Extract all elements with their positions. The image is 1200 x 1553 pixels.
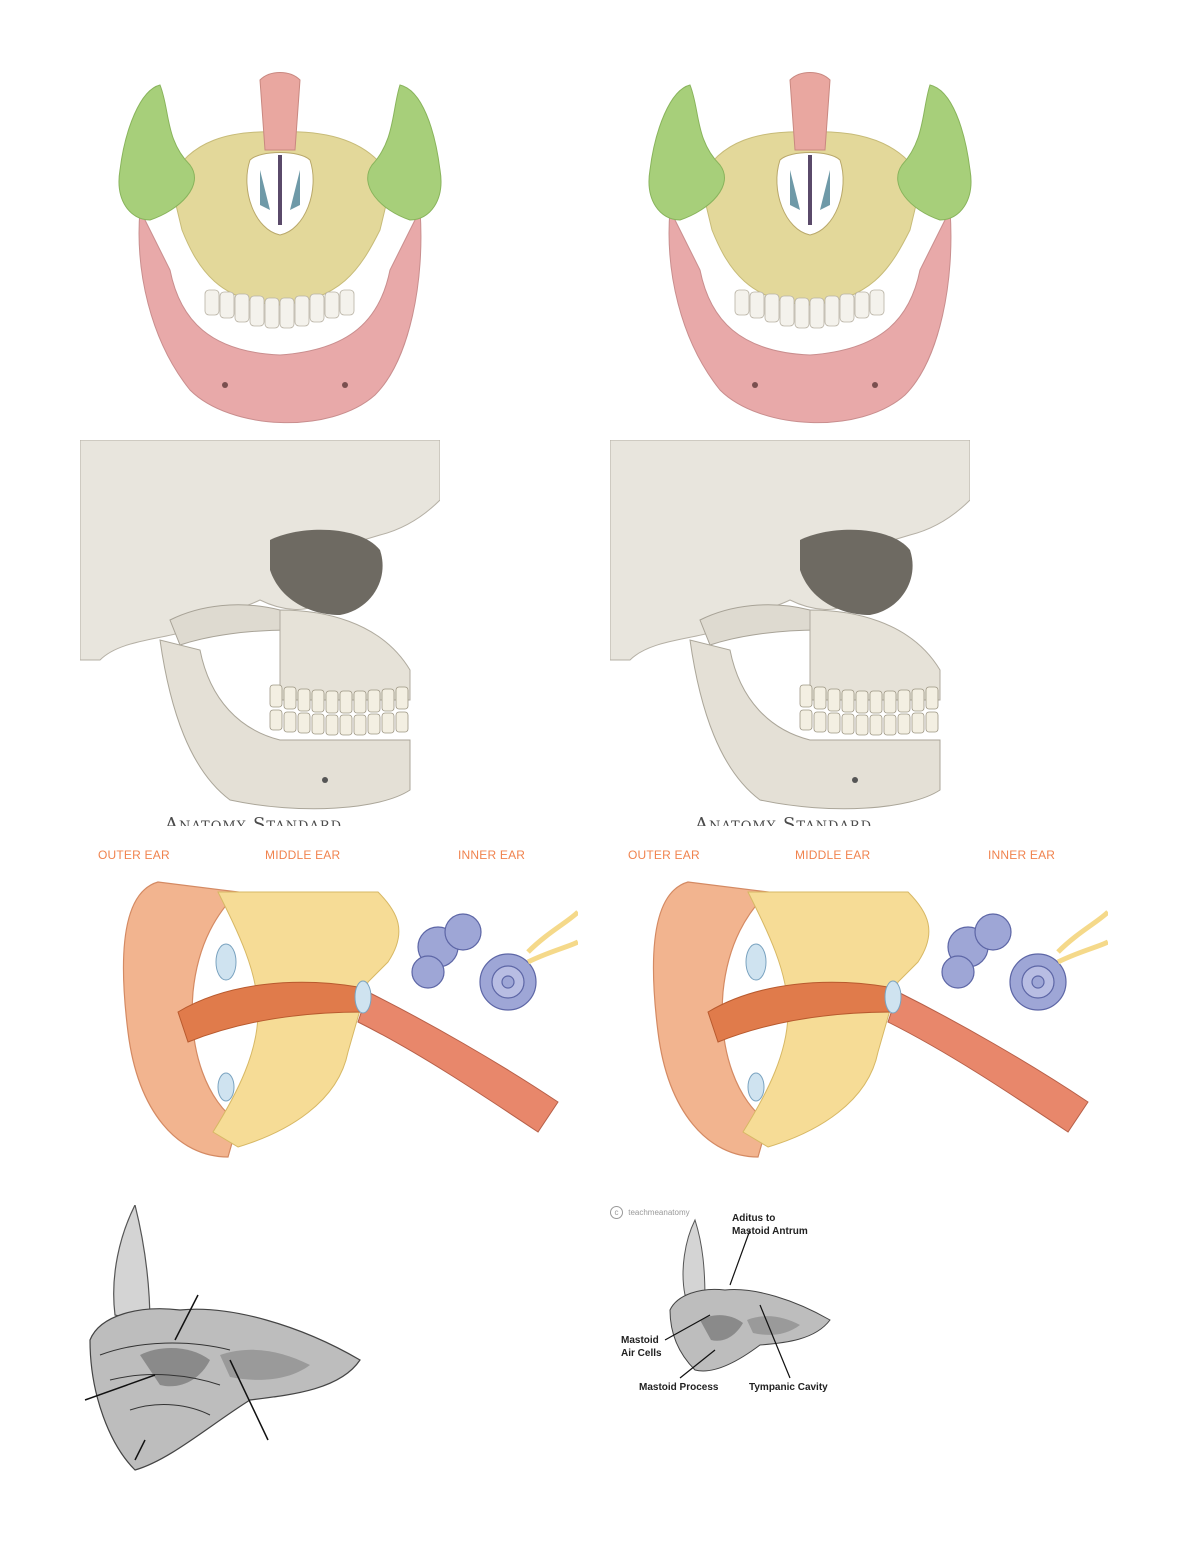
pointer-line	[174, 1294, 199, 1341]
label-outer-ear: OUTER EAR	[98, 848, 170, 862]
zygomatic-left	[648, 84, 725, 221]
watermark-text-left: Anatomy Standard	[165, 814, 343, 826]
mandible	[689, 639, 941, 810]
cochlea-semicircular	[411, 913, 537, 1011]
skull-lateral-right	[610, 440, 970, 815]
petrous-part	[89, 1308, 361, 1471]
label-mastoid-air-cells: Mastoid Air Cells	[621, 1334, 662, 1360]
copyright-icon: c	[610, 1206, 623, 1219]
cochlea-semicircular	[941, 913, 1067, 1011]
nasal-bone	[789, 72, 831, 151]
colored-skull-left	[110, 70, 450, 440]
cochlear-nerve	[1056, 910, 1108, 965]
zygomatic-right	[367, 84, 442, 221]
teachmeanatomy-logo: c teachmeanatomy	[610, 1206, 690, 1219]
label-inner-ear: INNER EAR	[458, 848, 526, 862]
temporal-bone	[742, 891, 930, 1148]
nasal-bone	[259, 72, 301, 151]
teeth	[269, 684, 409, 736]
squamous-part	[113, 1205, 151, 1326]
label-middle-ear: MIDDLE EAR	[265, 848, 341, 862]
label-aditus: Aditus to Mastoid Antrum	[732, 1212, 808, 1238]
ear-diagram-left	[118, 872, 578, 1162]
temporal-bone-labeled-right	[665, 1215, 835, 1375]
orbit	[270, 529, 383, 615]
temporal-bone-engraving-left	[80, 1205, 370, 1475]
tympanic-membrane	[884, 980, 902, 1014]
label-mastoid-air-line2: Air Cells	[621, 1348, 662, 1359]
upper-teeth	[204, 289, 355, 329]
skull-lateral-left	[80, 440, 440, 815]
label-middle-ear: MIDDLE EAR	[795, 848, 871, 862]
ear-diagram-right	[648, 872, 1108, 1162]
label-inner-ear: INNER EAR	[988, 848, 1056, 862]
colored-skull-right	[640, 70, 980, 440]
orbit	[800, 529, 913, 615]
pointer-line	[84, 1374, 156, 1401]
maxilla	[809, 609, 941, 701]
eustachian-tube	[357, 991, 559, 1133]
watermark-text-right: Anatomy Standard	[695, 814, 873, 826]
pointer-line	[134, 1439, 146, 1461]
mandible	[668, 208, 952, 424]
zygomatic-right	[897, 84, 972, 221]
label-aditus-line2: Mastoid Antrum	[732, 1226, 808, 1237]
cranium	[80, 440, 440, 661]
zygomatic-left	[118, 84, 195, 221]
label-leader-lines	[664, 1229, 791, 1379]
temporal-bone	[212, 891, 400, 1148]
label-mastoid-process: Mastoid Process	[639, 1382, 719, 1393]
eustachian-tube	[887, 991, 1089, 1133]
tympanic-membrane	[354, 980, 372, 1014]
pointer-line	[229, 1359, 269, 1441]
label-outer-ear: OUTER EAR	[628, 848, 700, 862]
cochlear-nerve	[526, 910, 578, 965]
label-mastoid-air-line1: Mastoid	[621, 1335, 659, 1346]
logo-text: teachmeanatomy	[628, 1208, 690, 1217]
cranium	[610, 440, 970, 661]
mandible	[159, 639, 411, 810]
label-aditus-line1: Aditus to	[732, 1213, 776, 1224]
teeth	[799, 684, 939, 736]
label-tympanic-cavity: Tympanic Cavity	[749, 1382, 828, 1393]
mandible	[138, 208, 422, 424]
upper-teeth	[734, 289, 885, 329]
maxilla	[279, 609, 411, 701]
